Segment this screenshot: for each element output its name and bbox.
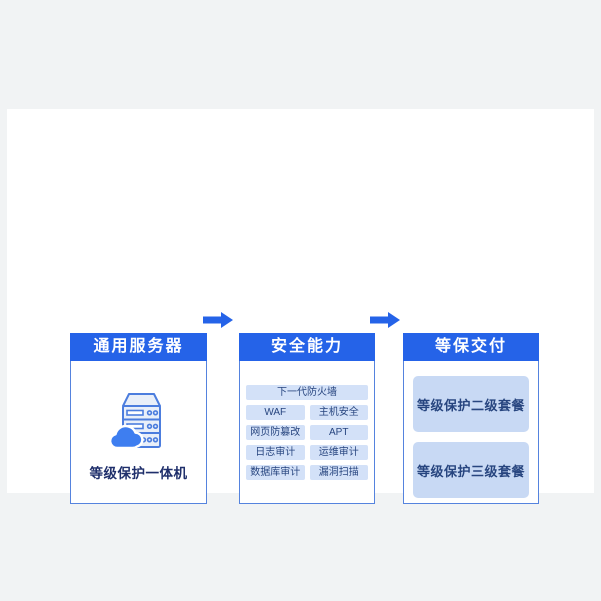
capability-tag: 运维审计	[309, 445, 368, 460]
capability-tag: 日志审计	[246, 445, 305, 460]
diagram-canvas: 通用服务器	[7, 109, 594, 504]
capability-tag: WAF	[246, 405, 305, 420]
capability-tag: 数据库审计	[246, 465, 305, 480]
panel-general-server: 通用服务器	[70, 333, 207, 504]
package-card-level3: 等级保护三级套餐	[413, 442, 529, 498]
panel-security-capabilities: 安全能力 下一代防火墙 WAF 主机安全 网页防篡改 APT 日志审计 运维审计…	[239, 333, 375, 504]
arrow-right-icon	[203, 312, 233, 328]
capability-tag: 漏洞扫描	[309, 465, 368, 480]
panel-title-general-server: 通用服务器	[70, 333, 207, 361]
panel-title-delivery: 等保交付	[403, 333, 539, 361]
capability-tag: 下一代防火墙	[246, 385, 368, 400]
panel-general-server-body: 等级保护一体机	[71, 361, 206, 482]
server-cloud-icon	[107, 391, 171, 451]
capability-tag: 网页防篡改	[246, 425, 305, 440]
capability-tag-grid: 下一代防火墙 WAF 主机安全 网页防篡改 APT 日志审计 运维审计 数据库审…	[246, 385, 368, 480]
capability-tag: APT	[309, 425, 368, 440]
capability-tag: 主机安全	[309, 405, 368, 420]
package-list: 等级保护二级套餐 等级保护三级套餐	[404, 361, 538, 498]
device-label: 等级保护一体机	[89, 466, 188, 481]
package-card-level2: 等级保护二级套餐	[413, 376, 529, 432]
arrow-right-icon	[370, 312, 400, 328]
panel-title-security-capabilities: 安全能力	[239, 333, 375, 361]
panel-delivery: 等保交付 等级保护二级套餐 等级保护三级套餐	[403, 333, 539, 504]
